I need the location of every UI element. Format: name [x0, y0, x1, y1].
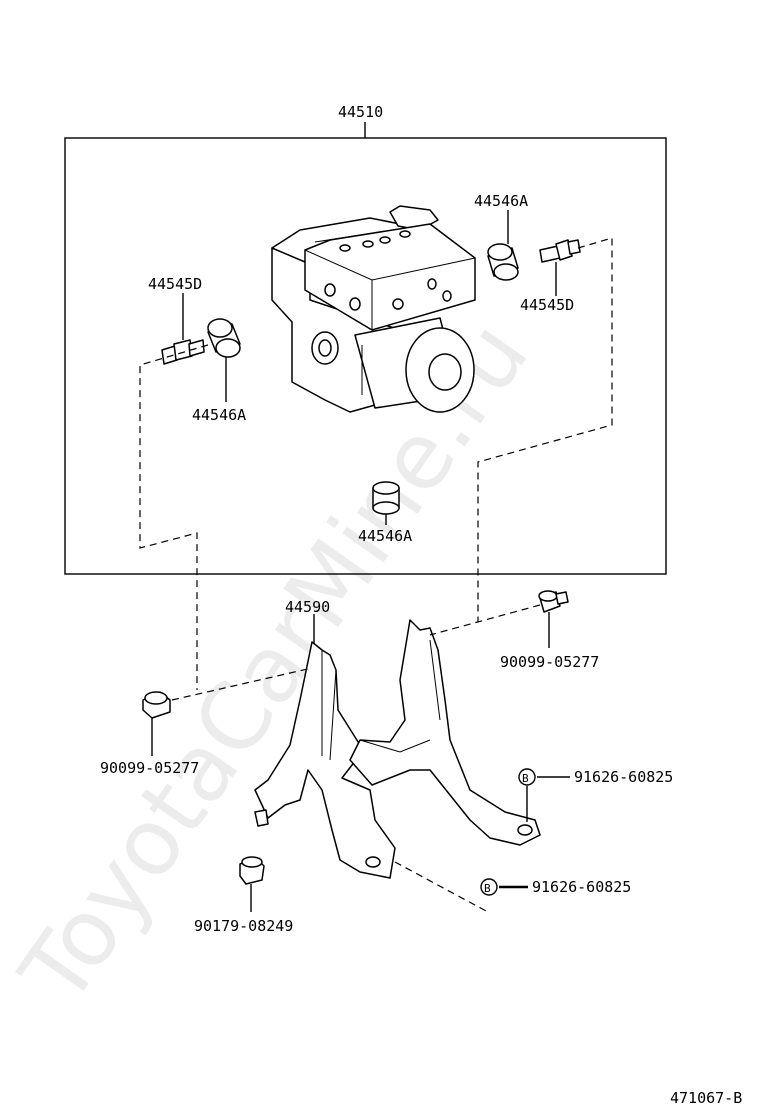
- bolt-upper-right: [538, 590, 569, 613]
- dash-left-install: [139, 344, 209, 690]
- label-nut: 90179-08249: [194, 917, 293, 935]
- watermark: ToyotaCarMine.ru: [0, 303, 549, 1024]
- label-bolt-right: 44545D: [520, 296, 574, 314]
- bolt-right: [539, 239, 581, 263]
- b-marker-lower-circle: [480, 878, 498, 896]
- b-marker-upper: B: [522, 772, 529, 785]
- label-44510: 44510: [338, 103, 383, 121]
- label-bolt-b-upper: 91626-60825: [574, 768, 673, 786]
- b-marker-upper-circle: [518, 768, 536, 786]
- label-bolt-left-lower: 90099-05277: [100, 759, 199, 777]
- label-cushion-bottom: 44546A: [358, 527, 412, 545]
- label-bolt-upper-right: 90099-05277: [500, 653, 599, 671]
- cushion-top-right: [487, 243, 519, 281]
- dash-right-install: [477, 237, 613, 622]
- b-marker-lower: B: [484, 882, 491, 895]
- diagram-code: 471067-B: [670, 1089, 742, 1107]
- label-cushion-top: 44546A: [474, 192, 528, 210]
- nut: [239, 856, 265, 885]
- bolt-left: [161, 339, 205, 365]
- cushion-left: [207, 318, 241, 358]
- bolt-left-lower: [142, 691, 171, 719]
- label-bracket: 44590: [285, 598, 330, 616]
- label-bolt-left: 44545D: [148, 275, 202, 293]
- label-bolt-b-lower: 91626-60825: [532, 878, 631, 896]
- dash-bolt-upper-right: [429, 604, 541, 636]
- cushion-bottom: [372, 481, 400, 515]
- label-cushion-left: 44546A: [192, 406, 246, 424]
- bracket: [254, 619, 541, 879]
- abs-actuator: [271, 205, 476, 413]
- dash-b-lower: [394, 861, 489, 913]
